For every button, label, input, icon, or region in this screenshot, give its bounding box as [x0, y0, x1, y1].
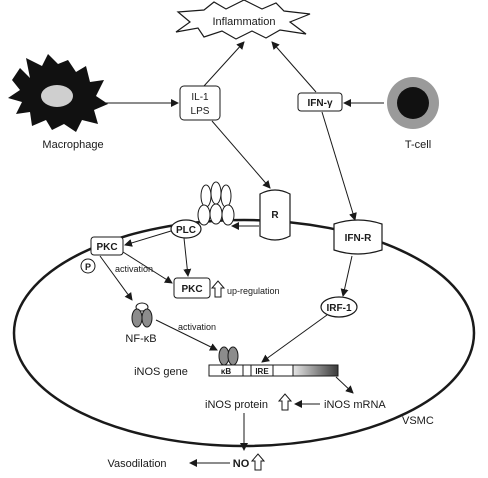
- il1-lps-box: [179, 85, 221, 121]
- ifn-r-receptor-icon: [333, 219, 383, 255]
- kb-element-label: κB: [221, 367, 231, 376]
- inos-gene-label: iNOS gene: [134, 366, 188, 378]
- macrophage-nucleus: [41, 85, 73, 107]
- plc-oval: [170, 219, 202, 239]
- no-label: NO: [233, 458, 250, 470]
- arrow-ifn-to-inflammation: [271, 41, 317, 93]
- inflammation-burst-icon: [175, 0, 311, 40]
- receptor-r-label: R: [271, 210, 279, 221]
- vsmc-cell-membrane: [12, 218, 476, 448]
- arrow-il1-to-receptor: [211, 120, 271, 189]
- arrow-irf1-to-ire: [261, 314, 328, 363]
- activation-label-2: activation: [178, 322, 216, 332]
- inos-mrna-label: iNOS mRNA: [324, 399, 386, 411]
- upregulation-label: up-regulation: [227, 286, 280, 296]
- inflammation-label: Inflammation: [213, 16, 276, 28]
- no-up-arrow-icon: [250, 453, 266, 471]
- lps-label: LPS: [191, 106, 210, 117]
- bound-nfkb-icon: [218, 346, 239, 366]
- arrow-gene-to-mrna: [335, 376, 354, 394]
- inos-protein-label: iNOS protein: [205, 399, 268, 411]
- phosphate-label: P: [85, 262, 91, 272]
- receptor-r-icon: [259, 189, 291, 241]
- vasodilation-label: Vasodilation: [107, 458, 166, 470]
- ifn-gamma-label: IFN-γ: [308, 98, 333, 109]
- pkc-mid-label: PKC: [181, 284, 202, 295]
- arrow-il1-to-inflammation: [203, 41, 245, 87]
- phosphate-circle: [80, 258, 96, 274]
- plc-label: PLC: [176, 225, 196, 236]
- ifn-gamma-box: [297, 92, 343, 112]
- up-arrow-icon: [210, 280, 226, 298]
- nfkb-icon: [131, 302, 153, 328]
- irf1-label: IRF-1: [327, 303, 352, 314]
- il1-label: IL-1: [191, 92, 209, 103]
- macrophage-label: Macrophage: [42, 139, 103, 151]
- arrow-plc-to-pkc-mid: [183, 237, 192, 277]
- inos-gene-bar: [208, 364, 339, 377]
- irf1-oval: [320, 296, 358, 318]
- arrow-pkc-left-to-pkc-mid: [122, 251, 173, 284]
- nfkb-label: NF-κB: [125, 333, 156, 345]
- arrow-nfkb-to-gene: [155, 319, 218, 351]
- vsmc-label: VSMC: [402, 415, 434, 427]
- pkc-left-label: PKC: [96, 242, 117, 253]
- ire-element-label: IRE: [255, 367, 269, 376]
- arrow-ifn-to-ifnr: [321, 111, 357, 221]
- ifn-r-label: IFN-R: [345, 233, 372, 244]
- inos-protein-up-icon: [277, 393, 293, 411]
- membrane-channel-icon: [197, 181, 235, 226]
- pkc-left-box: [90, 236, 124, 256]
- arrow-ifnr-to-irf1: [340, 255, 353, 297]
- tcell-core: [397, 87, 429, 119]
- arrow-plc-to-pkc-left: [124, 230, 172, 247]
- pkc-mid-box: [173, 277, 211, 299]
- arrow-pkc-left-to-nfkb: [99, 255, 133, 301]
- activation-label-1: activation: [115, 264, 153, 274]
- tcell-label: T-cell: [405, 139, 431, 151]
